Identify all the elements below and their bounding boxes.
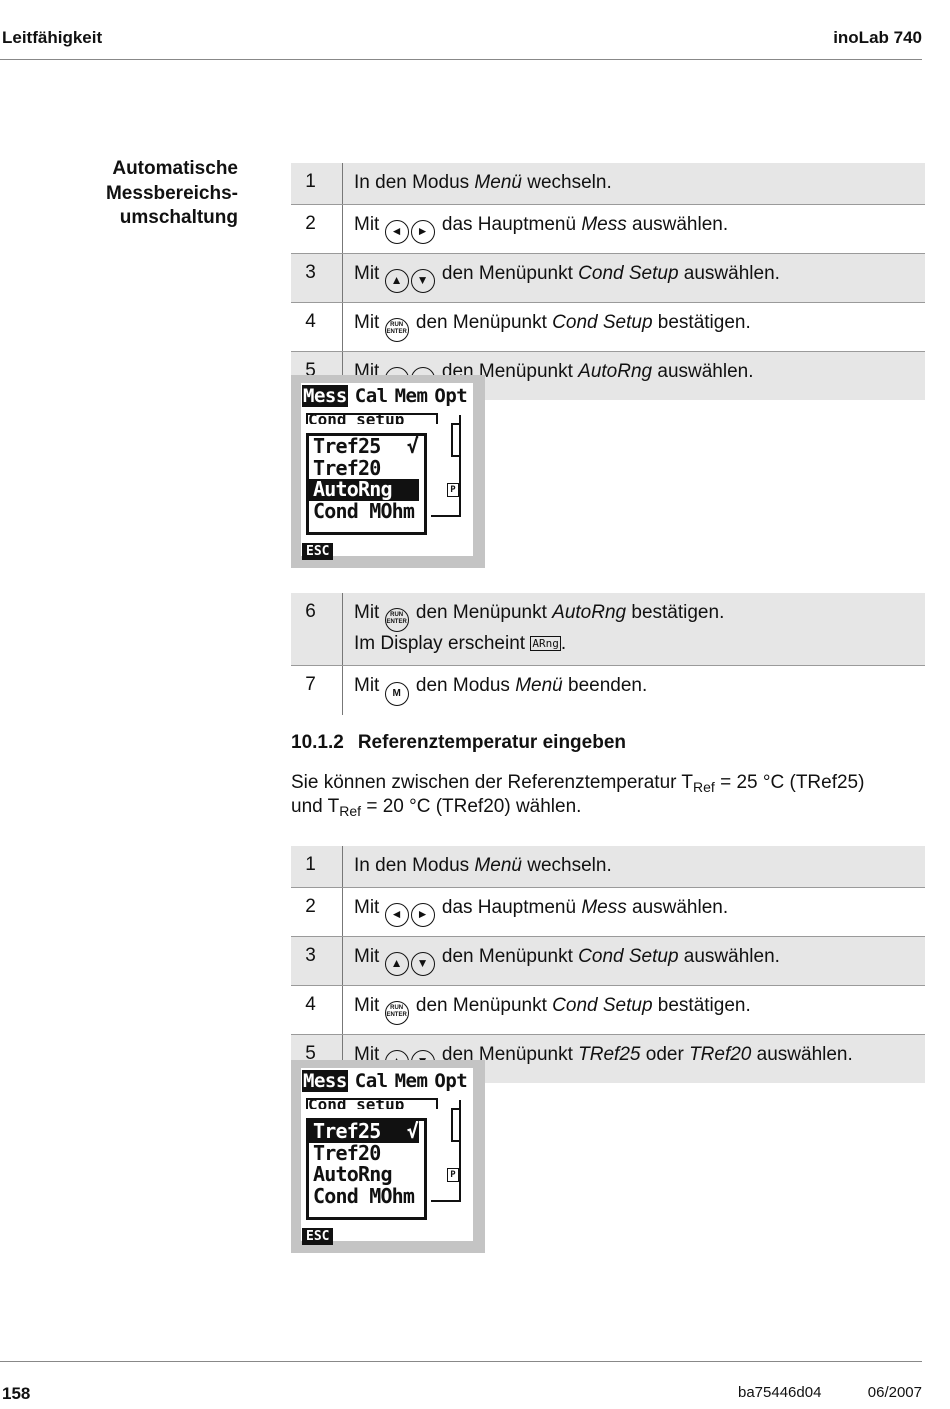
lcd-submenu-title: Cond setup (306, 1098, 438, 1109)
lcd-esc-label: ESC (302, 543, 334, 560)
down-arrow-key-icon: ▼ (410, 952, 435, 976)
lcd-menu-bar: Mess Cal Mem Opt (302, 1070, 474, 1092)
step-text: Mit ◄► das Hauptmenü Mess auswählen. (343, 205, 925, 253)
step-row: 3 Mit ▲▼ den Menüpunkt Cond Setup auswäh… (291, 937, 925, 986)
step-number: 4 (291, 986, 343, 1034)
step-text: Mit ◄► das Hauptmenü Mess auswählen. (343, 888, 925, 936)
running-header-chapter: Leitfähigkeit (2, 28, 103, 47)
step-number: 2 (291, 205, 343, 253)
step-text: Mit ▲▼ den Menüpunkt Cond Setup auswähle… (343, 254, 925, 302)
arng-display-icon: ARng (530, 636, 561, 651)
probe-icon (451, 1108, 461, 1142)
right-arrow-key-icon: ► (410, 220, 435, 244)
page-number: 158 (2, 1384, 31, 1403)
document-id: ba75446d04 (738, 1384, 822, 1401)
p-icon: P (447, 483, 459, 497)
section-heading: 10.1.2 Referenztemperatur eingeben (291, 732, 626, 754)
step-number: 3 (291, 937, 343, 985)
step-number: 2 (291, 888, 343, 936)
lcd-menu-mess: Mess (302, 385, 348, 407)
lcd-submenu-list: Tref25√ Tref20 AutoRng Cond MOhm (306, 1118, 427, 1220)
step-number: 5 (291, 1035, 343, 1083)
header-rule (0, 59, 922, 60)
check-icon: √ (406, 1119, 419, 1143)
step-row: 7 Mit M den Modus Menü beenden. (291, 666, 925, 715)
lcd-menu-bar: Mess Cal Mem Opt (302, 385, 474, 407)
lcd-item-tref25: Tref25√ (313, 434, 419, 458)
steps-table-reftemp: 1 In den Modus Menü wechseln. 2 Mit ◄► d… (291, 846, 925, 1083)
step-number: 6 (291, 593, 343, 665)
side-heading-line: umschaltung (119, 207, 238, 228)
m-key-icon: M (384, 682, 409, 706)
section-title: Referenztemperatur eingeben (357, 732, 627, 753)
right-arrow-key-icon: ► (410, 903, 435, 927)
lcd-item-tref20: Tref20 (313, 1140, 381, 1165)
left-arrow-key-icon: ◄ (384, 903, 409, 927)
step-text: Mit M den Modus Menü beenden. (343, 666, 925, 715)
steps-table-autorange: 1 In den Modus Menü wechseln. 2 Mit ◄► d… (291, 163, 925, 400)
lcd-menu-opt: Opt (434, 1070, 468, 1092)
lcd-screen: Mess Cal Mem Opt Cond setup P Tref25√ Tref2… (301, 383, 474, 560)
intro-paragraph: Sie können zwischen der Referenztemperat… (291, 772, 865, 819)
step-text: Mit ▲▼ den Menüpunkt Cond Setup auswähle… (343, 937, 925, 985)
step-row: 1 In den Modus Menü wechseln. (291, 163, 925, 205)
step-row: 3 Mit ▲▼ den Menüpunkt Cond Setup auswäh… (291, 254, 925, 303)
side-heading-line: Automatische (112, 158, 238, 179)
lcd-menu-opt: Opt (434, 385, 468, 407)
step-row: 2 Mit ◄► das Hauptmenü Mess auswählen. (291, 205, 925, 254)
section-number: 10.1.2 (291, 732, 344, 753)
step-number: 3 (291, 254, 343, 302)
lcd-esc-label: ESC (302, 1228, 334, 1245)
lcd-status-frame (431, 415, 461, 517)
step-number: 4 (291, 303, 343, 351)
lcd-menu-mess: Mess (302, 1070, 348, 1092)
lcd-display-autorng: Mess Cal Mem Opt Cond setup P Tref25√ Tref2… (291, 375, 485, 568)
lcd-item-cond-mohm: Cond MOhm (313, 498, 415, 523)
up-arrow-key-icon: ▲ (384, 269, 409, 293)
down-arrow-key-icon: ▼ (410, 269, 435, 293)
lcd-display-tref25: Mess Cal Mem Opt Cond setup P Tref25√ Tref2… (291, 1060, 485, 1253)
lcd-item-cond-mohm: Cond MOhm (313, 1183, 415, 1208)
lcd-menu-cal: Cal (354, 1070, 388, 1092)
check-icon: √ (406, 434, 419, 458)
lcd-menu-cal: Cal (354, 385, 388, 407)
lcd-screen: Mess Cal Mem Opt Cond setup P Tref25√ Tref2… (301, 1068, 474, 1245)
lcd-status-frame (431, 1100, 461, 1202)
lcd-submenu-title: Cond setup (306, 413, 438, 424)
lcd-menu-mem: Mem (394, 385, 428, 407)
side-heading: Automatische Messbereichs- umschaltung (60, 157, 238, 231)
up-arrow-key-icon: ▲ (384, 952, 409, 976)
lcd-item-autorng: AutoRng (309, 478, 419, 501)
step-row: 1 In den Modus Menü wechseln. (291, 846, 925, 888)
step-number: 1 (291, 163, 343, 204)
step-number: 1 (291, 846, 343, 887)
footer-rule (0, 1361, 922, 1362)
side-heading-line: Messbereichs- (105, 182, 238, 204)
lcd-item-tref20: Tref20 (313, 455, 381, 480)
step-row: 2 Mit ◄► das Hauptmenü Mess auswählen. (291, 888, 925, 937)
step-text: In den Modus Menü wechseln. (354, 855, 612, 876)
document-date: 06/2007 (867, 1384, 922, 1401)
left-arrow-key-icon: ◄ (384, 220, 409, 244)
step-number: 7 (291, 666, 343, 715)
lcd-submenu-list: Tref25√ Tref20 AutoRng Cond MOhm (306, 433, 427, 535)
p-icon: P (447, 1168, 459, 1182)
running-header-product: inoLab 740 (833, 28, 922, 47)
step-text: In den Modus Menü wechseln. (354, 172, 612, 193)
lcd-menu-mem: Mem (394, 1070, 428, 1092)
probe-icon (451, 423, 461, 457)
lcd-item-tref25: Tref25√ (309, 1119, 419, 1143)
lcd-item-autorng: AutoRng (313, 1162, 392, 1186)
